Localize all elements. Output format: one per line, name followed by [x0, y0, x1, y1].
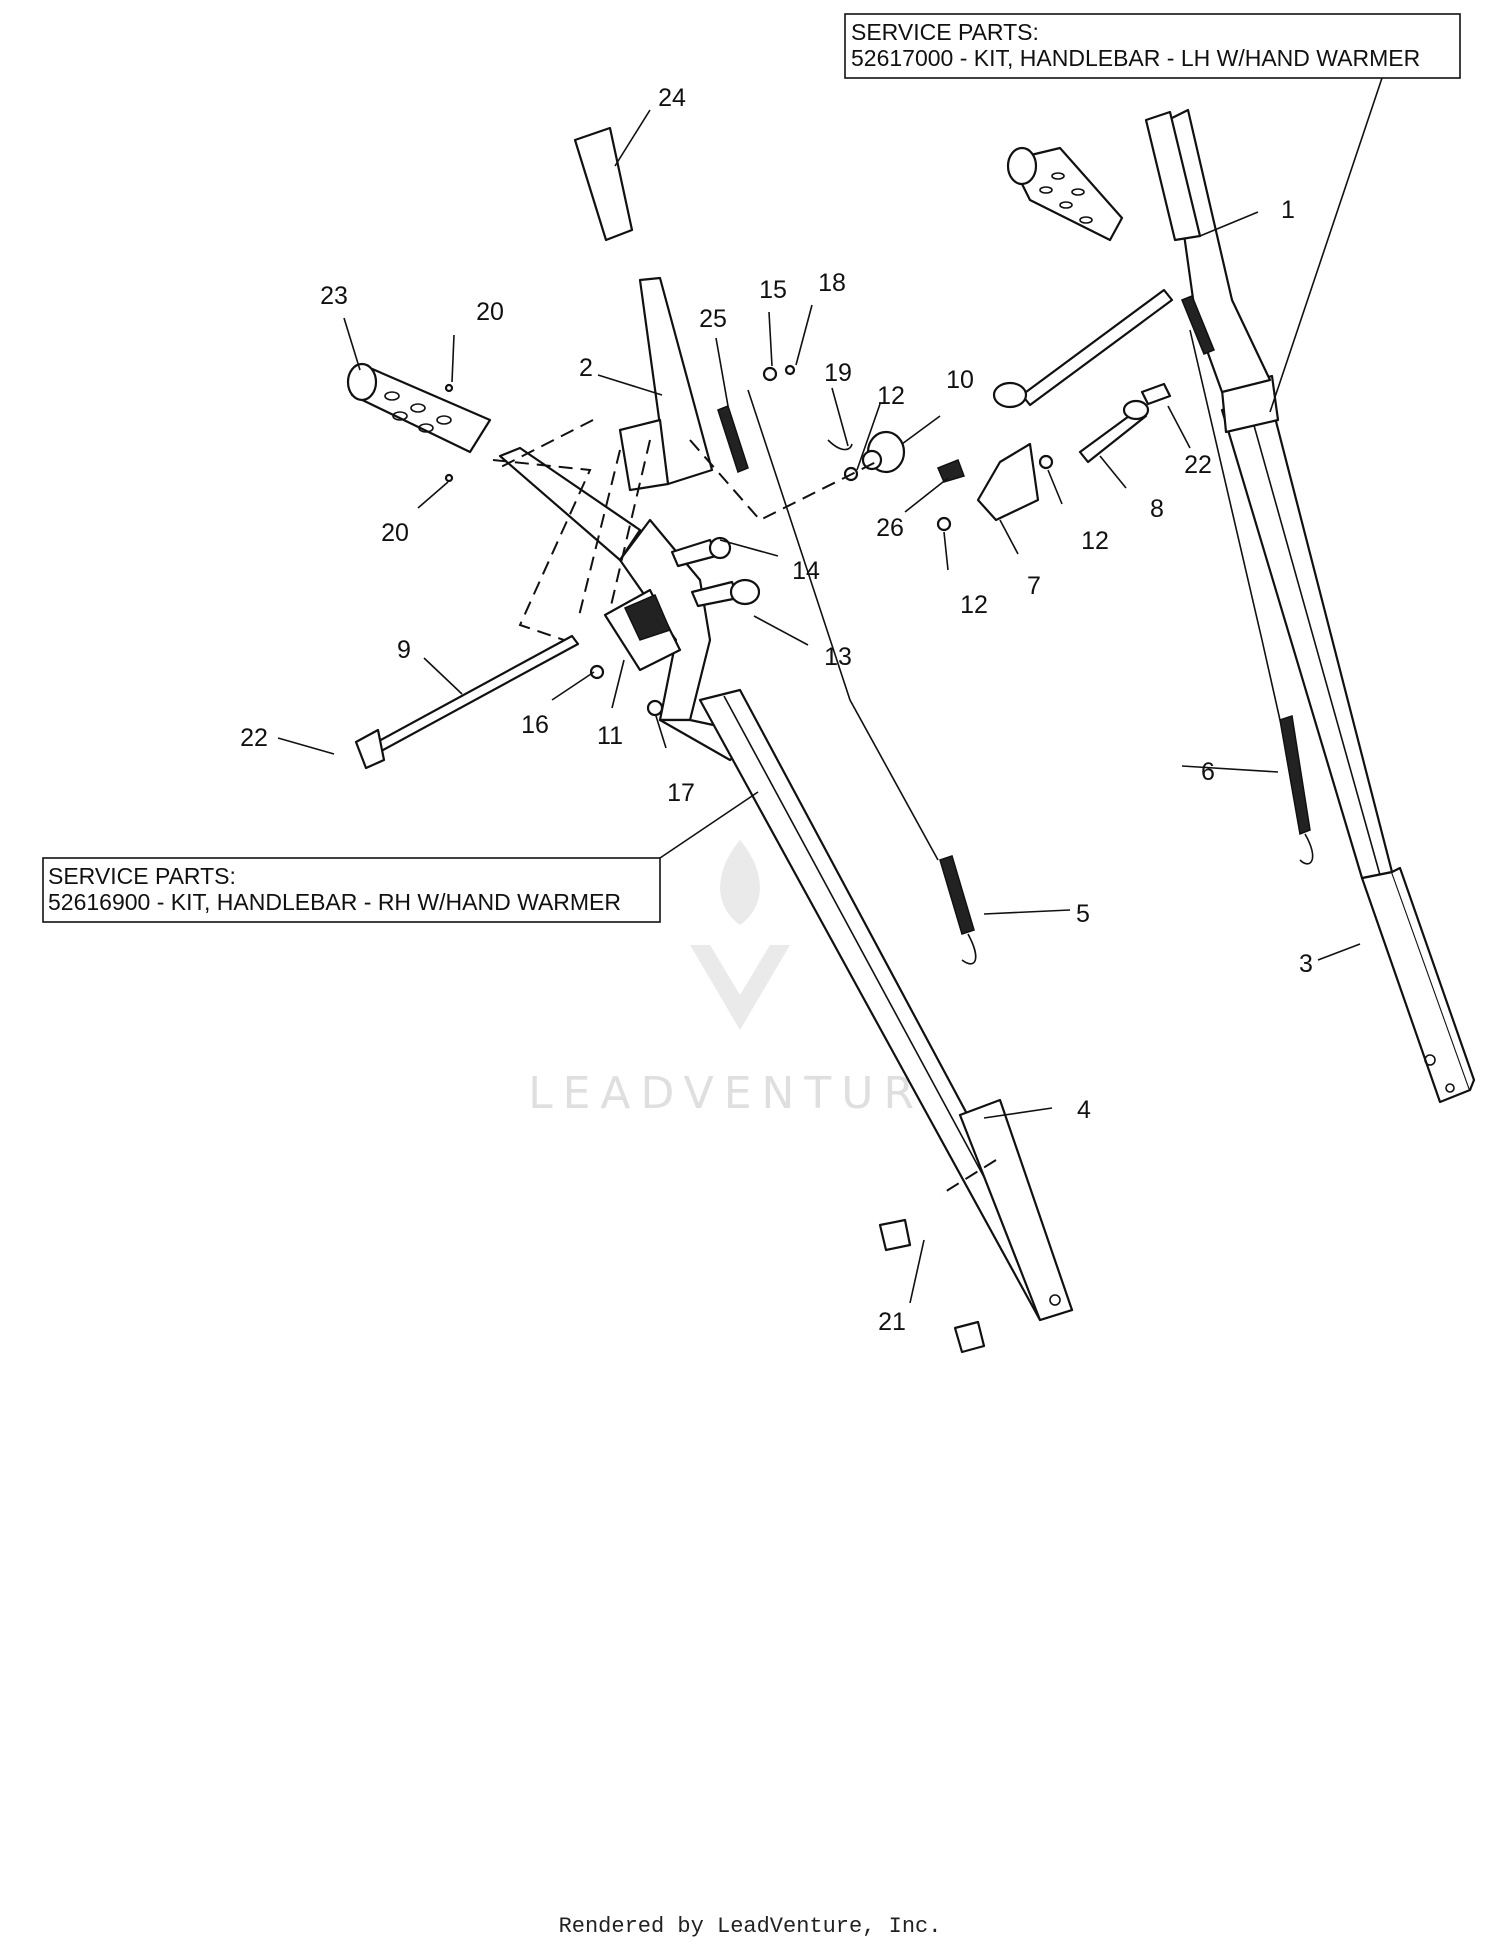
callout-5: 5 [1076, 900, 1090, 928]
clip-19 [827, 439, 853, 451]
lh-handlebar-assembly [992, 108, 1476, 1104]
callout-6: 6 [1201, 758, 1215, 786]
callout-8: 8 [1150, 495, 1164, 523]
callout-25: 25 [699, 305, 727, 333]
callout-17: 17 [667, 779, 695, 807]
service-parts-line: 52616900 - KIT, HANDLEBAR - RH W/HAND WA… [48, 889, 621, 915]
callout-numbers: 1 2 3 4 5 6 7 8 9 10 11 12 12 12 13 14 1… [240, 84, 1313, 1336]
watermark-text: LEADVENTURE [528, 1068, 962, 1119]
callout-24: 24 [658, 84, 686, 112]
service-parts-heading: SERVICE PARTS: [851, 19, 1039, 45]
service-parts-line: 52617000 - KIT, HANDLEBAR - LH W/HAND WA… [851, 45, 1420, 71]
callout-20: 20 [381, 519, 409, 547]
callout-9: 9 [397, 636, 411, 664]
service-parts-box-lh: SERVICE PARTS: 52617000 - KIT, HANDLEBAR… [844, 13, 1461, 413]
callout-22: 22 [240, 724, 268, 752]
callout-22: 22 [1184, 451, 1212, 479]
callout-13: 13 [824, 643, 852, 671]
callout-7: 7 [1027, 572, 1041, 600]
callout-4: 4 [1077, 1096, 1091, 1124]
callout-10: 10 [946, 366, 974, 394]
callout-leaders [277, 109, 1361, 1304]
bracket-7 [976, 442, 1040, 522]
assembly-lines [492, 419, 997, 1196]
rh-handlebar-assembly [346, 126, 1074, 1354]
callout-11: 11 [597, 722, 623, 750]
spring-26 [937, 459, 965, 483]
callout-23: 23 [320, 282, 348, 310]
watermark-logo: LEADVENTURE [528, 840, 962, 1119]
callout-12: 12 [877, 382, 905, 410]
callout-12: 12 [1081, 527, 1109, 555]
footer-credit: Rendered by LeadVenture, Inc. [558, 1914, 942, 1939]
callout-18: 18 [818, 269, 846, 297]
callout-2: 2 [579, 354, 593, 382]
callout-15: 15 [759, 276, 787, 304]
callout-16: 16 [521, 711, 549, 739]
callout-20: 20 [476, 298, 504, 326]
service-parts-box-rh: SERVICE PARTS: 52616900 - KIT, HANDLEBAR… [42, 791, 759, 923]
callout-3: 3 [1299, 950, 1313, 978]
callout-19: 19 [824, 359, 852, 387]
center-small-parts [444, 364, 1172, 717]
callout-26: 26 [876, 514, 904, 542]
service-parts-heading: SERVICE PARTS: [48, 863, 236, 889]
callout-14: 14 [792, 557, 820, 585]
callout-1: 1 [1281, 196, 1295, 224]
callout-12: 12 [960, 591, 988, 619]
callout-21: 21 [878, 1308, 906, 1336]
